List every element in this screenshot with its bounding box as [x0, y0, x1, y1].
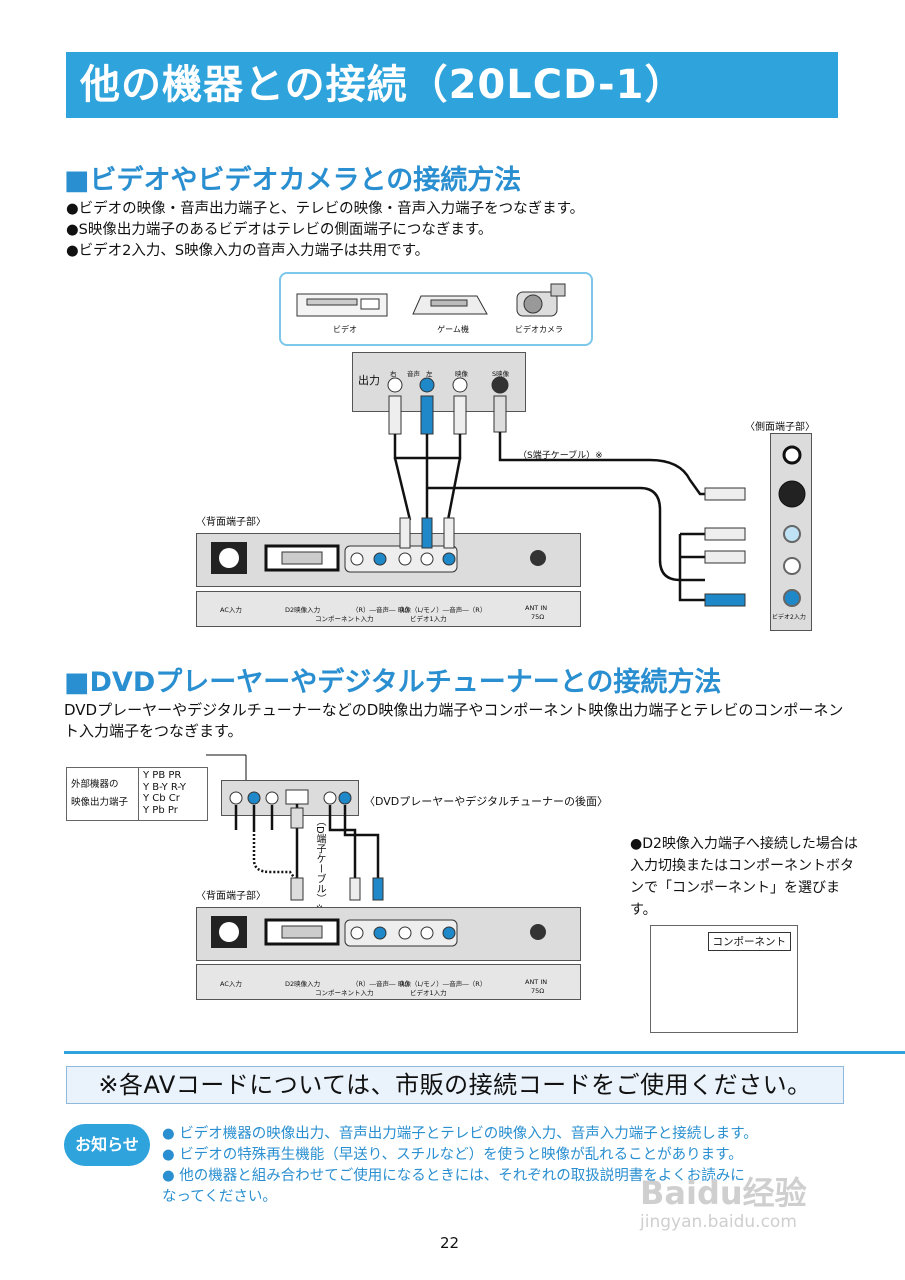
- video-input-label: ビデオ1入力: [410, 989, 447, 997]
- side-plugs: [704, 487, 746, 607]
- divider: [64, 1051, 905, 1054]
- page-title: 他の機器との接続（20LCD-1）: [66, 52, 838, 118]
- side-terminal-label: 〈側面端子部〉: [745, 422, 815, 433]
- ext-signal-list: Y PB PR Y B-Y R-Y Y Cb Cr Y Pb Pr: [143, 770, 186, 816]
- bullet: ●S映像出力端子のあるビデオはテレビの側面端子につなぎます。: [66, 222, 493, 238]
- watermark-url: jingyan.baidu.com: [640, 1212, 797, 1232]
- bullet: ●ビデオの映像・音声出力端子と、テレビの映像・音声入力端子をつなぎます。: [66, 201, 585, 217]
- av-cord-notice: ※各AVコードについては、市販の接続コードをご使用ください。: [66, 1066, 844, 1104]
- video-input-label: ビデオ1入力: [410, 615, 447, 623]
- info-badge: お知らせ: [64, 1124, 150, 1166]
- ext-label: 外部機器の 映像出力端子: [67, 768, 139, 820]
- rear-label-strip: [196, 591, 581, 627]
- camcorder-icon: [516, 283, 566, 317]
- external-output-table: 外部機器の 映像出力端子 Y PB PR Y B-Y R-Y Y Cb Cr Y…: [66, 767, 208, 821]
- device-label: ビデオ: [333, 325, 357, 334]
- component-tag: コンポーネント: [707, 932, 791, 951]
- game-console-icon: [412, 295, 488, 315]
- bullet: ●ビデオ2入力、S映像入力の音声入力端子は共用です。: [66, 243, 430, 259]
- rear-terminal-text: ANT IN: [525, 604, 548, 612]
- device-label: ゲーム機: [437, 325, 469, 334]
- component-input-label: コンポーネント入力: [315, 615, 374, 623]
- rear-terminal-text: D2映像入力: [285, 980, 321, 988]
- rear-terminal-text: AC入力: [220, 606, 242, 614]
- dvd-rear-panel: [221, 780, 359, 816]
- component-input-label: コンポーネント入力: [315, 989, 374, 997]
- section1-bullets: ●ビデオの映像・音声出力端子と、テレビの映像・音声入力端子をつなぎます。 ●S映…: [66, 199, 584, 262]
- rear-terminal-text: 映像（L/モノ）―音声―（R）: [398, 606, 487, 614]
- side-terminal-panel: [770, 433, 812, 631]
- output-label: 出力: [358, 374, 380, 387]
- rear-terminal-text: （R）―音声―（L）: [352, 606, 413, 614]
- rear-terminal-text: ANT IN: [525, 978, 548, 986]
- page-number: 22: [440, 1234, 460, 1252]
- info-item: ● ビデオ機器の映像出力、音声出力端子とテレビの映像入力、音声入力端子と接続しま…: [162, 1126, 758, 1142]
- rear-terminal-label-2: 〈背面端子部〉: [196, 891, 266, 902]
- info-list: ● ビデオ機器の映像出力、音声出力端子とテレビの映像入力、音声入力端子と接続しま…: [162, 1124, 862, 1208]
- s-cable-label: （S端子ケーブル）※: [518, 451, 603, 461]
- ext-row: Y Cb Cr: [143, 793, 180, 804]
- jack-label: 映像: [455, 370, 468, 378]
- device-illustrations: [296, 283, 566, 317]
- jack-label: S映像: [492, 370, 510, 378]
- ext-row: Y PB PR: [143, 770, 182, 781]
- vcr-icon: [296, 293, 388, 317]
- rear-terminal-text: AC入力: [220, 980, 242, 988]
- rear-terminal-text: 75Ω: [531, 613, 545, 621]
- dashed-cable: [252, 830, 297, 881]
- d2-note: ●D2映像入力端子へ接続した場合は入力切換またはコンポーネントボタンで「コンポー…: [630, 836, 858, 918]
- dvd-rear-label: 〈DVDプレーヤーやデジタルチューナーの後面〉: [364, 795, 609, 808]
- section1-heading: ■ビデオやビデオカメラとの接続方法: [64, 165, 522, 196]
- rear-terminal-panel: [196, 533, 581, 587]
- rear-terminal-text: 映像（L/モノ）―音声―（R）: [398, 980, 487, 988]
- info-item: なってください。: [162, 1189, 277, 1205]
- jack-label: 音声: [407, 370, 420, 378]
- rear-terminal-text: 75Ω: [531, 987, 545, 995]
- rear-terminal-panel-2: [196, 907, 581, 961]
- section2-paragraph: DVDプレーヤーやデジタルチューナーなどのD映像出力端子やコンポーネント映像出力…: [64, 701, 844, 740]
- ext-row: Y Pb Pr: [143, 804, 178, 816]
- rear-terminal-text: D2映像入力: [285, 606, 321, 614]
- dvd-plugs: [290, 807, 384, 901]
- section2-heading: ■DVDプレーヤーやデジタルチューナーとの接続方法: [64, 667, 722, 698]
- d-cable-label: （D端子ケーブル）※: [314, 816, 325, 915]
- watermark: Baidu经验: [640, 1174, 807, 1212]
- rear-label-strip-2: [196, 964, 581, 1000]
- screen-illustration: コンポーネント: [650, 925, 798, 1033]
- ext-row: Y B-Y R-Y: [143, 781, 186, 793]
- rear-terminal-text: （R）―音声―（L）: [352, 980, 413, 988]
- info-item: ● ビデオの特殊再生機能（早送り、スチルなど）を使うと映像が乱れることがあります…: [162, 1147, 743, 1163]
- rear-terminal-label: 〈背面端子部〉: [196, 517, 266, 528]
- device-label: ビデオカメラ: [515, 325, 563, 334]
- side-panel-caption: ビデオ2入力: [772, 614, 806, 621]
- jack-label: 右: [390, 370, 397, 378]
- device-box: ビデオ ゲーム機 ビデオカメラ: [279, 272, 593, 346]
- jack-label: 左: [426, 370, 433, 378]
- info-item: ● 他の機器と組み合わせてご使用になるときには、それぞれの取扱説明書をよくお読み…: [162, 1168, 745, 1184]
